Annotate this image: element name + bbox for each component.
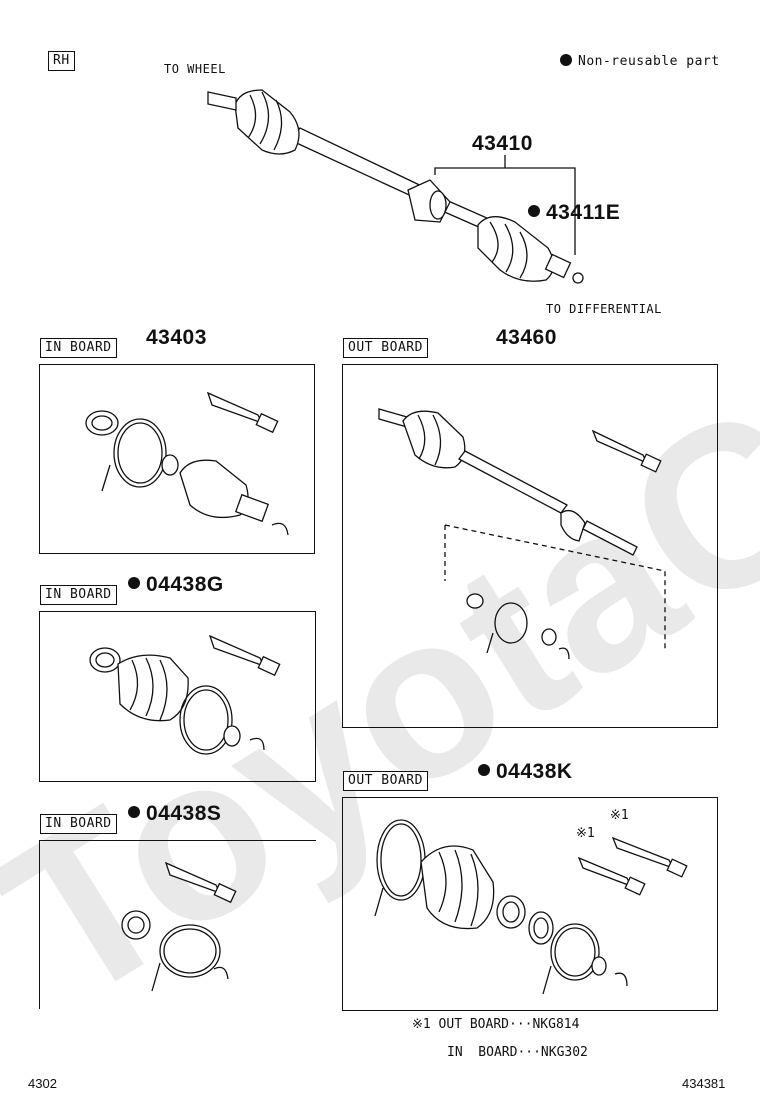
panel-43460-box — [342, 364, 718, 728]
outboard-shaft-assembly-drawing — [378, 408, 666, 660]
panel-04438k-tag: OUT BOARD — [343, 771, 428, 791]
side-tag: RH — [48, 51, 75, 71]
note-outboard-grease: ※1 OUT BOARD···NKG814 — [412, 1017, 580, 1032]
assembly-part-number[interactable]: 43410 — [472, 132, 533, 155]
grease-mark-2: ※1 — [610, 808, 629, 823]
inboard-boot-kit-drawing — [89, 634, 281, 755]
panel-43403-part-number[interactable]: 43403 — [146, 326, 207, 349]
panel-04438g-part-number: 04438G — [146, 573, 224, 596]
legend: Non-reusable part — [560, 53, 720, 69]
drive-shaft-assembly-drawing — [207, 89, 584, 284]
panel-04438g-tag: IN BOARD — [40, 585, 117, 605]
panel-04438k-part-number: 04438K — [496, 760, 573, 783]
footer-page-ref: 4302 — [28, 1076, 57, 1091]
to-differential-label: TO DIFFERENTIAL — [546, 302, 662, 316]
panel-04438g-box — [39, 611, 316, 782]
panel-04438s-part-label[interactable]: 04438S — [128, 802, 221, 826]
panel-43403-box — [39, 364, 315, 554]
panel-04438k-part-label[interactable]: 04438K — [478, 760, 573, 784]
panel-04438s-part-number: 04438S — [146, 802, 222, 825]
panel-43403-tag: IN BOARD — [40, 338, 117, 358]
nut-part-number: 43411E — [546, 201, 621, 224]
to-wheel-label: TO WHEEL — [164, 62, 226, 76]
footer-figure-number: 434381 — [682, 1076, 726, 1091]
legend-text: Non-reusable part — [578, 54, 720, 69]
panel-04438g-part-label[interactable]: 04438G — [128, 573, 224, 597]
filled-circle-icon — [528, 205, 540, 218]
panel-04438k-box — [342, 797, 718, 1011]
panel-43460-tag: OUT BOARD — [343, 338, 428, 358]
nut-part-label[interactable]: 43411E — [528, 201, 620, 225]
inboard-boot-band-kit-drawing — [121, 861, 237, 992]
grease-mark-1: ※1 — [576, 826, 595, 841]
filled-circle-icon — [128, 806, 140, 819]
note-inboard-grease: IN BOARD···NKG302 — [447, 1045, 588, 1060]
inboard-joint-kit-drawing — [85, 391, 289, 536]
filled-circle-icon — [478, 764, 490, 777]
panel-43460-part-number[interactable]: 43460 — [496, 326, 557, 349]
filled-circle-icon — [560, 53, 572, 66]
panel-04438s-tag: IN BOARD — [40, 814, 117, 834]
panel-04438s-box — [39, 840, 316, 1009]
filled-circle-icon — [128, 577, 140, 590]
outboard-boot-kit-drawing — [374, 819, 688, 995]
